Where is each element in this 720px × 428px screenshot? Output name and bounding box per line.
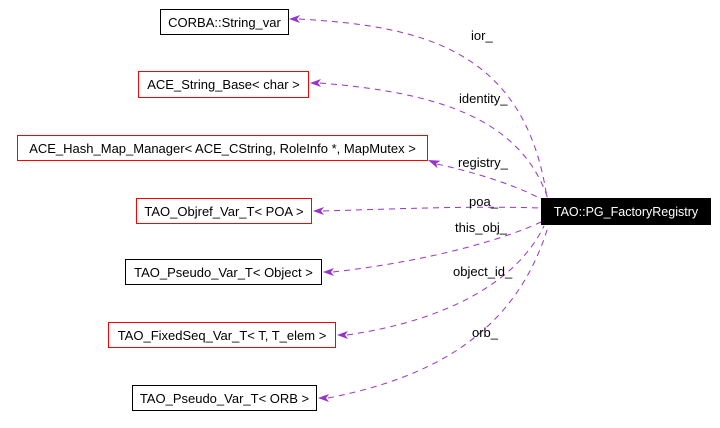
arrowhead-this-obj-icon bbox=[323, 268, 334, 276]
node-tao-objref-var-t-poa[interactable]: TAO_Objref_Var_T< POA > bbox=[136, 198, 312, 224]
edge-label-poa: poa_ bbox=[469, 194, 498, 209]
edge-object-id bbox=[346, 225, 545, 336]
edge-ior bbox=[298, 18, 548, 199]
edge-label-ior: ior_ bbox=[471, 28, 493, 43]
arrowhead-poa-icon bbox=[313, 207, 324, 215]
edge-label-object-id: object_id_ bbox=[453, 264, 513, 279]
edge-registry bbox=[436, 163, 546, 202]
arrowhead-registry-icon bbox=[428, 160, 441, 169]
edge-orb bbox=[327, 226, 549, 399]
node-corba-string-var[interactable]: CORBA::String_var bbox=[160, 9, 289, 35]
edge-identity bbox=[319, 82, 549, 200]
edge-poa bbox=[322, 206, 542, 212]
arrowhead-object-id-icon bbox=[337, 331, 348, 339]
arrowhead-orb-icon bbox=[318, 394, 329, 402]
arrowhead-identity-icon bbox=[310, 79, 321, 87]
node-tao-pseudo-var-t-orb[interactable]: TAO_Pseudo_Var_T< ORB > bbox=[132, 385, 317, 411]
node-tao-pg-factoryregistry: TAO::PG_FactoryRegistry bbox=[541, 198, 711, 225]
node-tao-pseudo-var-t-object[interactable]: TAO_Pseudo_Var_T< Object > bbox=[125, 259, 322, 285]
node-ace-hash-map-manager[interactable]: ACE_Hash_Map_Manager< ACE_CString, RoleI… bbox=[17, 135, 428, 161]
node-tao-fixedseq-var-t[interactable]: TAO_FixedSeq_Var_T< T, T_elem > bbox=[108, 322, 336, 348]
edge-label-this-obj: this_obj_ bbox=[455, 220, 508, 235]
edge-label-identity: identity_ bbox=[459, 91, 508, 106]
node-ace-string-base[interactable]: ACE_String_Base< char > bbox=[138, 71, 309, 98]
edge-this-obj bbox=[332, 221, 542, 273]
edge-label-registry: registry_ bbox=[458, 155, 508, 170]
edge-label-orb: orb_ bbox=[472, 325, 499, 340]
arrowhead-ior-icon bbox=[289, 15, 300, 23]
